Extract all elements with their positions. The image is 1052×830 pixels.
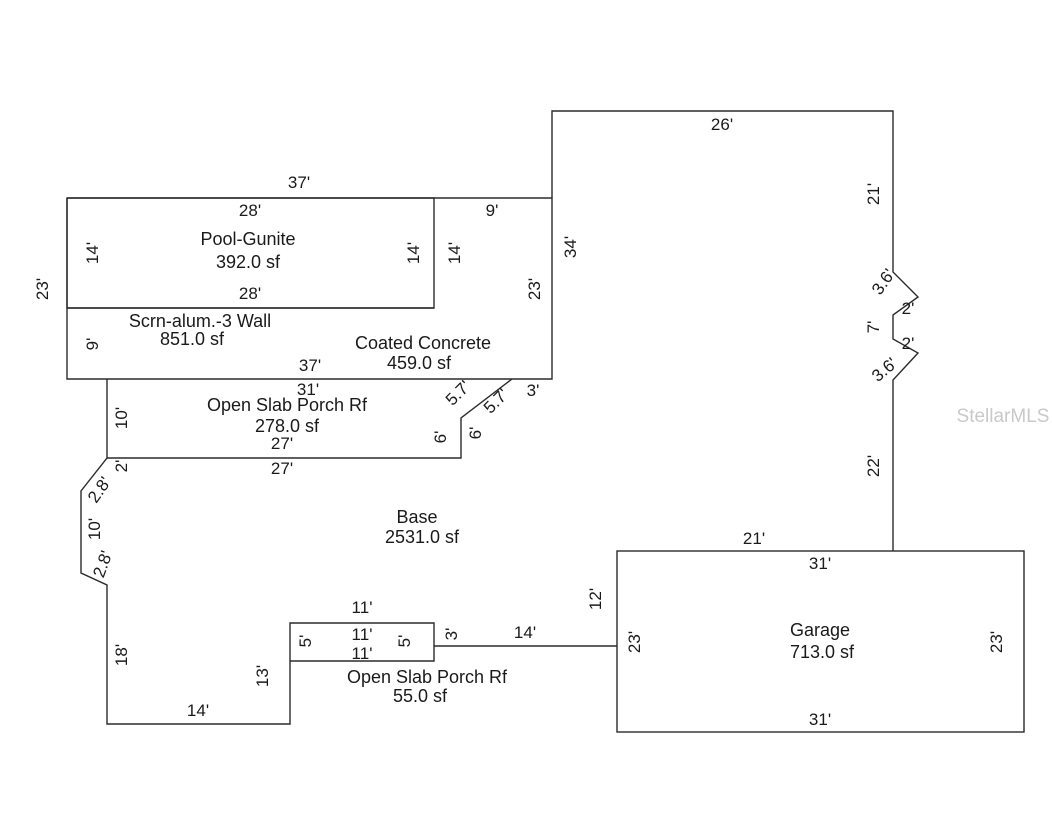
porch-top-outline [107, 378, 513, 459]
porch-top-name: Open Slab Porch Rf [207, 395, 368, 415]
watermark-text: StellarMLS [957, 406, 1050, 427]
garage-name: Garage [790, 620, 850, 640]
dim-label: 14' [404, 242, 423, 264]
dim-label: 27' [271, 459, 293, 478]
dim-label: 11' [352, 598, 373, 617]
dim-label: 14' [187, 701, 209, 720]
dim-label: 3' [442, 628, 461, 641]
dim-label: 6' [431, 431, 450, 444]
porch-top-area: 278.0 sf [255, 416, 320, 436]
dim-label: 37' [288, 173, 310, 192]
porch-bottom-name: Open Slab Porch Rf [347, 667, 508, 687]
dim-label: 34' [561, 236, 580, 258]
pool-area: 392.0 sf [216, 252, 281, 272]
dim-label: 18' [112, 644, 131, 666]
dim-label: 11' [352, 644, 373, 663]
dim-label: 9' [486, 201, 499, 220]
base-left-outline [80, 379, 435, 725]
outlines [66, 110, 1025, 733]
dim-label: 10' [112, 407, 131, 429]
dim-label: 21' [743, 529, 765, 548]
dim-label: 28' [239, 201, 261, 220]
dim-label: 12' [586, 588, 605, 610]
dim-label: 31' [809, 554, 831, 573]
dim-label: 23' [525, 278, 544, 300]
screen-area: 851.0 sf [160, 329, 225, 349]
dim-label: 23' [987, 631, 1006, 653]
screen-name: Scrn-alum.-3 Wall [129, 311, 271, 331]
dim-label: 7' [864, 321, 883, 334]
dim-label: 2' [902, 334, 915, 353]
dim-label: 11' [352, 625, 373, 644]
dim-label: 37' [299, 356, 321, 375]
dim-label: 10' [85, 518, 104, 540]
dim-label: 31' [297, 380, 319, 399]
dim-label: 23' [625, 631, 644, 653]
dim-label: 28' [239, 284, 261, 303]
dim-label: 2' [902, 299, 915, 318]
dim-label: 31' [809, 710, 831, 729]
dim-label: 3' [527, 381, 540, 400]
porch-bottom-area: 55.0 sf [393, 686, 448, 706]
dim-label: 14' [514, 623, 536, 642]
base-outline [551, 110, 920, 551]
screen-enclosure-outline [66, 197, 553, 380]
dim-label: 22' [864, 455, 883, 477]
base-name: Base [396, 507, 437, 527]
dim-label: 3.6' [868, 265, 899, 298]
dim-label: 5.7' [442, 377, 474, 409]
garage-area: 713.0 sf [790, 642, 855, 662]
dim-label: 14' [445, 242, 464, 264]
coated-name: Coated Concrete [355, 333, 491, 353]
garage-outline [616, 550, 1025, 733]
base-area: 2531.0 sf [385, 527, 460, 547]
dim-label: 5' [296, 635, 315, 648]
dim-label: 26' [711, 115, 733, 134]
dim-label: 13' [253, 665, 272, 687]
dim-label: 9' [83, 338, 102, 351]
dim-label: 14' [83, 242, 102, 264]
dim-label: 23' [33, 278, 52, 300]
dim-label: 2.8' [84, 473, 115, 506]
dim-label: 2.8' [89, 548, 116, 580]
dim-label: 2' [112, 460, 131, 473]
dim-label: 6' [466, 427, 485, 440]
coated-area: 459.0 sf [387, 353, 452, 373]
dim-label: 27' [271, 434, 293, 453]
dim-label: 3.6' [868, 354, 901, 386]
dim-label: 5' [395, 635, 414, 648]
dim-label: 21' [864, 183, 883, 205]
dim-label: 5.7' [480, 385, 512, 417]
pool-name: Pool-Gunite [200, 229, 295, 249]
